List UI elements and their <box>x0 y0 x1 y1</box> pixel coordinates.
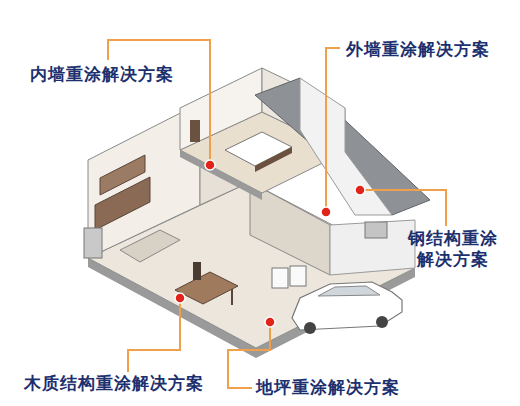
callout-label: 钢结构重涂 解决方案 <box>404 228 502 271</box>
cabinet <box>190 120 200 142</box>
callout-dot <box>175 160 365 327</box>
bed-frame <box>255 147 292 172</box>
bed <box>225 132 292 166</box>
roof <box>255 78 430 215</box>
callout-label: 内墙重涂解决方案 <box>30 64 174 85</box>
kitchen-cupboard <box>100 155 145 195</box>
callout-label: 地坪重涂解决方案 <box>256 377 400 398</box>
fridge <box>84 228 102 258</box>
kitchen-island <box>120 230 180 262</box>
washer <box>272 268 288 288</box>
callout-label: 外墙重涂解决方案 <box>346 39 490 60</box>
dining-table <box>175 272 238 304</box>
callout-label: 木质结构重涂解决方案 <box>24 373 204 394</box>
steel-unit <box>365 222 387 238</box>
person <box>193 262 201 280</box>
exterior-wall <box>300 78 392 215</box>
garage-wall <box>330 220 415 275</box>
leader-line <box>108 40 446 388</box>
